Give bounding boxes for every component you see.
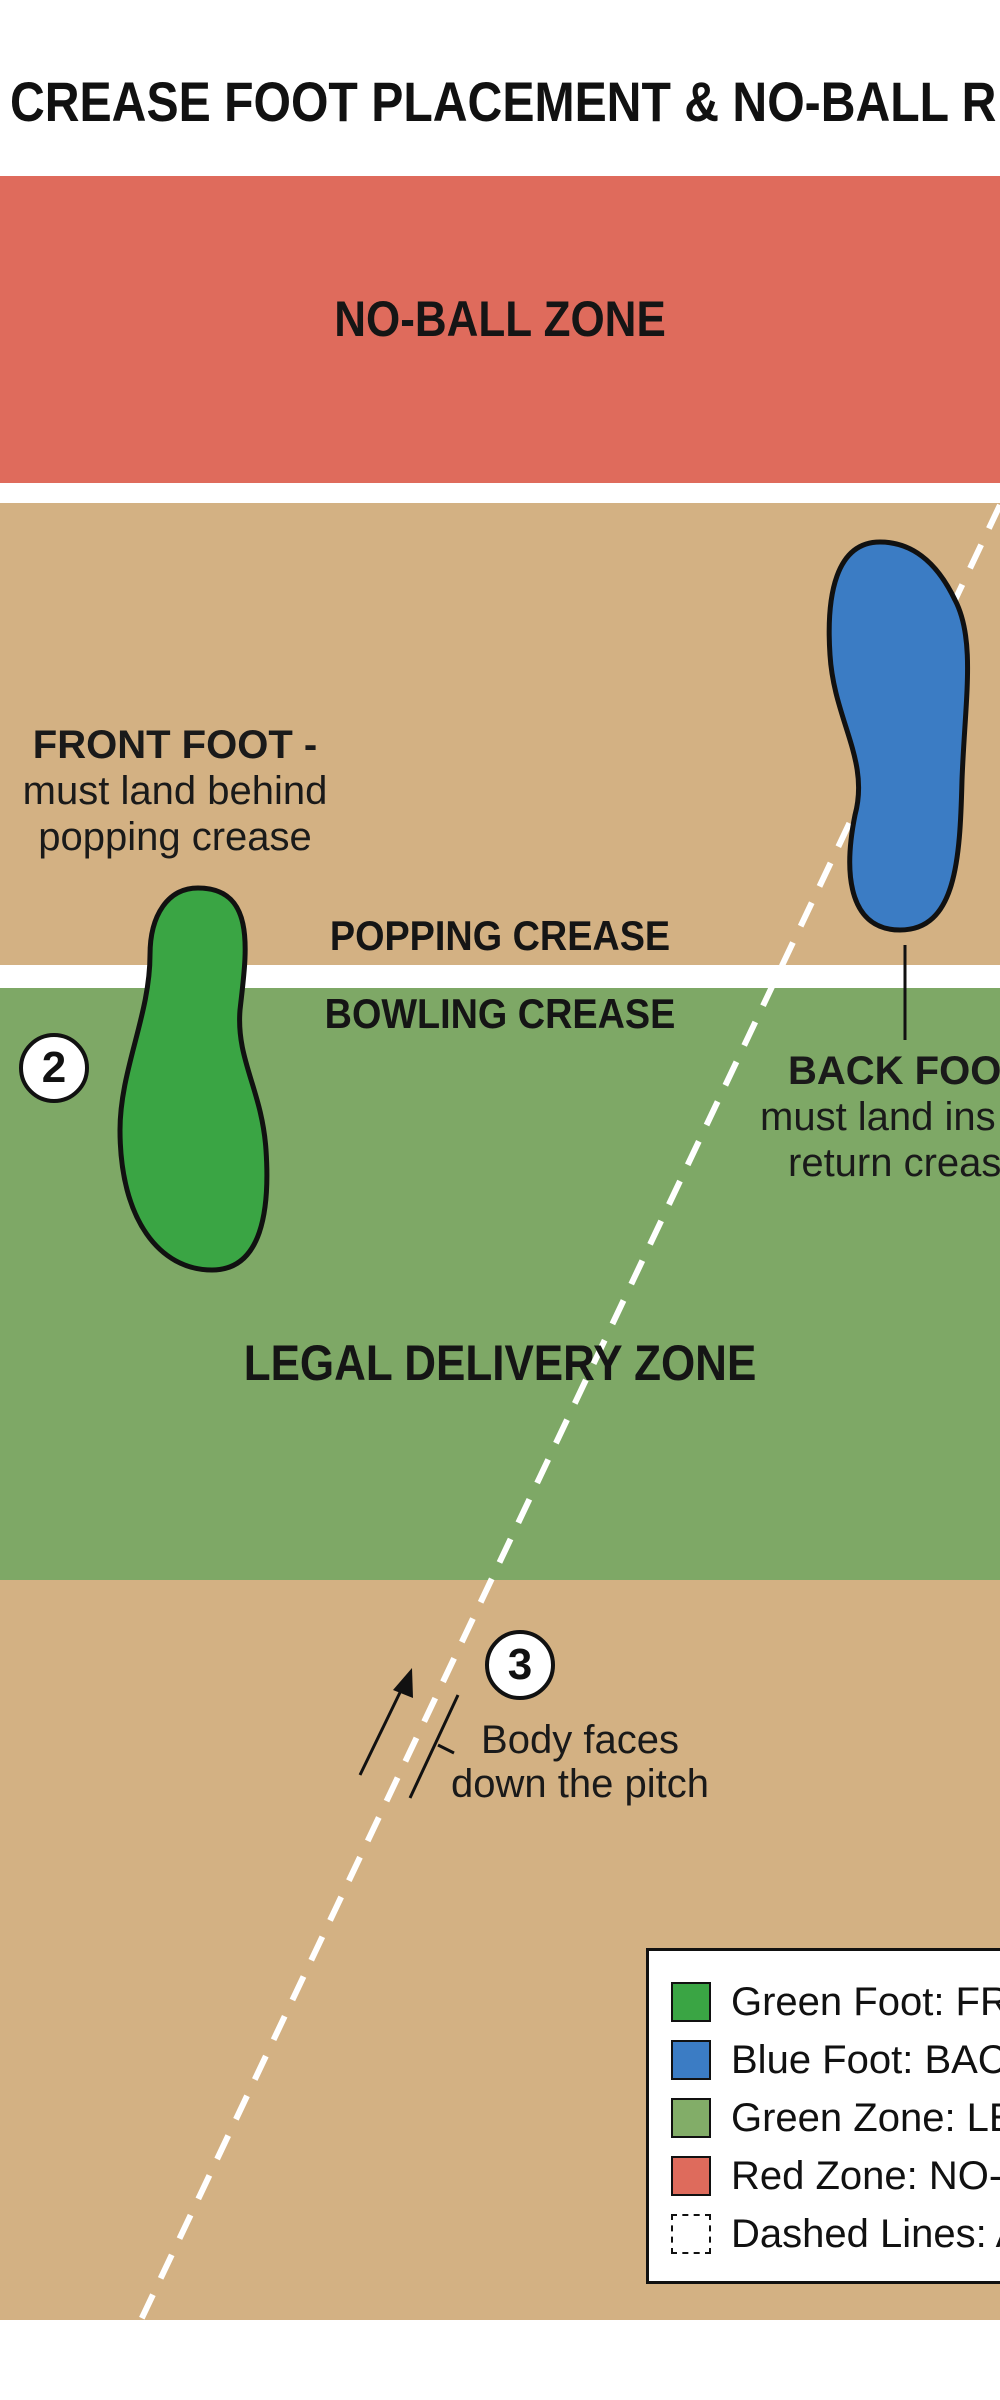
legend-text-back-foot: Blue Foot: BACI: [731, 2037, 1000, 2082]
front-foot-note: FRONT FOOT - must land behind popping cr…: [20, 722, 330, 860]
legend-item-back-foot: Blue Foot: BACI: [671, 2031, 1000, 2089]
dashed-delivery-line: [137, 503, 1000, 2324]
front-foot-line1: must land behind: [22, 769, 328, 813]
back-foot-line1: must land ins: [760, 1095, 996, 1139]
no-ball-zone-label: NO-BALL ZONE: [334, 291, 666, 347]
back-foot-note: BACK FOOT must land ins return creas: [756, 1048, 1000, 1186]
front-foot-heading: FRONT FOOT -: [32, 723, 318, 767]
legend-swatch-legal-zone: [671, 2098, 711, 2138]
legend-text-no-ball-zone: Red Zone: NO-B: [731, 2153, 1000, 2198]
diagram-title: CREASE FOOT PLACEMENT & NO-BALL R: [10, 70, 997, 133]
legend-swatch-back-foot: [671, 2040, 711, 2080]
step-marker-2: 2: [19, 1033, 89, 1103]
back-foot-icon: [826, 539, 971, 933]
front-foot-line2: popping crease: [38, 815, 312, 859]
step-marker-3: 3: [485, 1630, 555, 1700]
bowling-crease-label: BOWLING CREASE: [324, 990, 676, 1037]
legend-swatch-front-foot: [671, 1982, 711, 2022]
front-foot-icon: [117, 885, 270, 1273]
back-foot-line2: return creas: [788, 1141, 1000, 1185]
legend-text-front-foot: Green Foot: FRO: [731, 1979, 1000, 2024]
body-note-line2: down the pitch: [451, 1762, 709, 1806]
legend-swatch-no-ball-zone: [671, 2156, 711, 2196]
direction-arrow-icon: [358, 1668, 460, 1799]
body-note-line1: Body faces: [481, 1718, 679, 1762]
body-note: Body faces down the pitch: [430, 1718, 730, 1806]
legend-text-legal-zone: Green Zone: LEG: [731, 2095, 1000, 2140]
legend-item-dashed-lines: Dashed Lines: A: [671, 2205, 1000, 2263]
legend: Green Foot: FRO Blue Foot: BACI Green Zo…: [646, 1948, 1000, 2284]
legend-item-front-foot: Green Foot: FRO: [671, 1973, 1000, 2031]
legal-delivery-zone-label: LEGAL DELIVERY ZONE: [243, 1335, 757, 1391]
legend-swatch-dashed-lines: [671, 2214, 711, 2254]
legend-text-dashed-lines: Dashed Lines: A: [731, 2211, 1000, 2256]
popping-crease-label: POPPING CREASE: [329, 912, 671, 959]
no-ball-zone: [0, 176, 1000, 483]
legend-item-no-ball-zone: Red Zone: NO-B: [671, 2147, 1000, 2205]
legend-item-legal-zone: Green Zone: LEG: [671, 2089, 1000, 2147]
back-foot-heading: BACK FOOT: [788, 1049, 1000, 1093]
